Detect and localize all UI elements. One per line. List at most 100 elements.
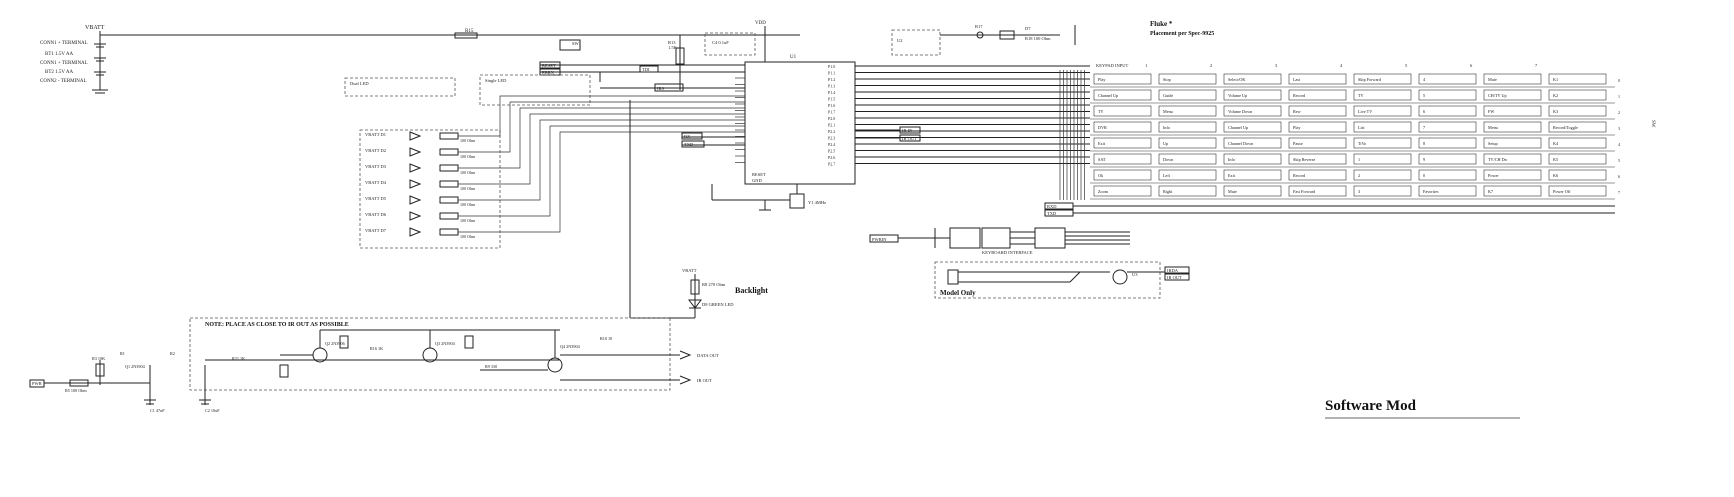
keypad-key-2-1 xyxy=(1158,105,1217,117)
led-resistor-value-6: 100 Ohm xyxy=(460,234,476,239)
reset-switch-label: SW1 xyxy=(572,41,581,46)
led-resistor-value-3: 100 Ohm xyxy=(460,186,476,191)
led-diode-4 xyxy=(409,195,422,205)
ir-part-9: R10 10 xyxy=(600,336,612,341)
led-bus-line-2 xyxy=(458,107,745,169)
model-out-1: IR OUT xyxy=(1167,275,1182,280)
keypad-key-7-2 xyxy=(1223,185,1282,197)
led-resistor-value-2: 100 Ohm xyxy=(460,170,476,175)
mcu-pin-8: P2.0 xyxy=(828,116,835,121)
keypad-key-3-0 xyxy=(1093,121,1152,133)
led-resistor-value-1: 100 Ohm xyxy=(460,154,476,159)
top-comp-r13-val: 1.5K xyxy=(668,45,678,50)
keypad-key-0-2 xyxy=(1223,73,1282,85)
led-bus-line-3 xyxy=(458,113,745,185)
ir-part-3: R21 1K xyxy=(232,356,245,361)
led-resistor-value-5: 100 Ohm xyxy=(460,218,476,223)
keypad-key-1-7 xyxy=(1548,89,1607,101)
led-row-label-2: VBATT D3 xyxy=(365,164,387,169)
net-ebrx: EBRX xyxy=(542,70,555,75)
cell-label-3: BT2 1.5V AA xyxy=(45,70,73,75)
keypad-key-7-4 xyxy=(1353,185,1412,197)
net-rxd: RXD xyxy=(1047,204,1057,209)
keypad-key-0-7 xyxy=(1548,73,1607,85)
keypad-key-2-6 xyxy=(1483,105,1542,117)
ir-part-7: R9 330 xyxy=(485,364,497,369)
ir-part-6: Q3 2N3904 xyxy=(435,341,456,346)
keypad-key-label-1-1: Guide xyxy=(1163,93,1173,98)
keypad-key-4-7 xyxy=(1548,137,1607,149)
ir-part-0: R5 100 Ohm xyxy=(65,388,87,393)
fluke-note: Fluke * xyxy=(1150,20,1173,28)
keypad-key-label-5-5: 9 xyxy=(1423,157,1425,162)
keypad-key-label-1-7: K2 xyxy=(1553,93,1558,98)
keypad-key-label-7-7: Power Off xyxy=(1553,189,1571,194)
keypad-key-4-5 xyxy=(1418,137,1477,149)
keypad-key-label-4-6: Setup xyxy=(1488,141,1498,146)
r15-label: R15 xyxy=(465,29,474,34)
mcu-pin-10: P2.2 xyxy=(828,129,835,134)
led-bus-line-5 xyxy=(458,125,745,217)
keypad-key-label-1-0: Channel Up xyxy=(1098,93,1118,98)
keypad-key-6-2 xyxy=(1223,169,1282,181)
backlight-resistor: R8 270 Ohm xyxy=(702,282,726,287)
keypad-key-label-6-1: Left xyxy=(1163,173,1171,178)
led-row-label-5: VBATT D6 xyxy=(365,212,387,217)
keypad-key-label-4-3: Pause xyxy=(1293,141,1303,146)
keypad-key-7-7 xyxy=(1548,185,1607,197)
keypad-key-4-3 xyxy=(1288,137,1347,149)
led-row-label-1: VBATT D2 xyxy=(365,148,386,153)
top-comp-0: C4 0.1uF xyxy=(712,40,729,45)
led-bus-line-4 xyxy=(458,119,745,201)
keypad-key-label-0-4: Skip Forward xyxy=(1358,77,1382,82)
keypad-key-6-6 xyxy=(1483,169,1542,181)
led-row-label-6: VBATT D7 xyxy=(365,228,387,233)
keypad-key-6-1 xyxy=(1158,169,1217,181)
keypad-key-label-5-2: Info xyxy=(1228,157,1235,162)
keypad-key-5-7 xyxy=(1548,153,1607,165)
keypad-key-6-0 xyxy=(1093,169,1152,181)
keypad-row-num-1: 1 xyxy=(1618,94,1620,99)
keypad-key-1-0 xyxy=(1093,89,1152,101)
keypad-key-label-0-5: 4 xyxy=(1423,77,1426,82)
keypad-key-label-5-4: 1 xyxy=(1358,157,1360,162)
keypad-key-0-5 xyxy=(1418,73,1477,85)
net-tdi: TDI xyxy=(642,67,650,72)
top-comp-2: R17 xyxy=(975,24,983,29)
mcu-pin-7: P1.7 xyxy=(828,110,835,115)
keypad-col-6: 7 xyxy=(1535,63,1538,68)
keypad-key-3-1 xyxy=(1158,121,1217,133)
led-diode-2 xyxy=(409,163,422,173)
model-only-label: Model Only xyxy=(940,289,976,297)
net-rx: RX xyxy=(684,134,691,139)
cell-label-4: CONN2 - TERMINAL xyxy=(40,79,87,84)
placement-note: Placement per Spec-9925 xyxy=(1150,31,1214,37)
single-led-label: Single LED xyxy=(485,78,507,83)
led-diode-0 xyxy=(409,131,422,141)
keypad-row-num-4: 4 xyxy=(1618,142,1620,147)
led-bus-line-6 xyxy=(458,131,745,233)
ir-note: NOTE: PLACE AS CLOSE TO IR OUT AS POSSIB… xyxy=(205,322,349,328)
keypad-key-1-6 xyxy=(1483,89,1542,101)
keypad-key-label-3-7: Record/Toggle xyxy=(1553,125,1578,130)
led-bus-line-1 xyxy=(458,101,745,153)
keypad-key-label-7-4: 3 xyxy=(1358,189,1360,194)
keypad-key-label-0-0: Play xyxy=(1098,77,1106,82)
keypad-row-num-5: 5 xyxy=(1618,158,1620,163)
keypad-key-6-3 xyxy=(1288,169,1347,181)
mcu-pin-5: P1.5 xyxy=(828,97,835,102)
xtal-label: Y1 4MHz xyxy=(808,200,826,205)
keypad-key-1-4 xyxy=(1353,89,1412,101)
keypad-key-0-3 xyxy=(1288,73,1347,85)
keypad-key-7-0 xyxy=(1093,185,1152,197)
keypad-key-label-4-0: Exit xyxy=(1098,141,1106,146)
cell-label-0: CONN1 + TERMINAL xyxy=(40,41,88,46)
u3-label: U3 xyxy=(1132,272,1138,277)
keypad-key-3-4 xyxy=(1353,121,1412,133)
keypad-key-3-5 xyxy=(1418,121,1477,133)
keypad-key-label-2-7: K3 xyxy=(1553,109,1558,114)
keypad-key-label-2-5: 6 xyxy=(1423,109,1425,114)
led-resistor-4 xyxy=(439,196,459,204)
keypad-key-label-7-5: Favorites xyxy=(1423,189,1439,194)
